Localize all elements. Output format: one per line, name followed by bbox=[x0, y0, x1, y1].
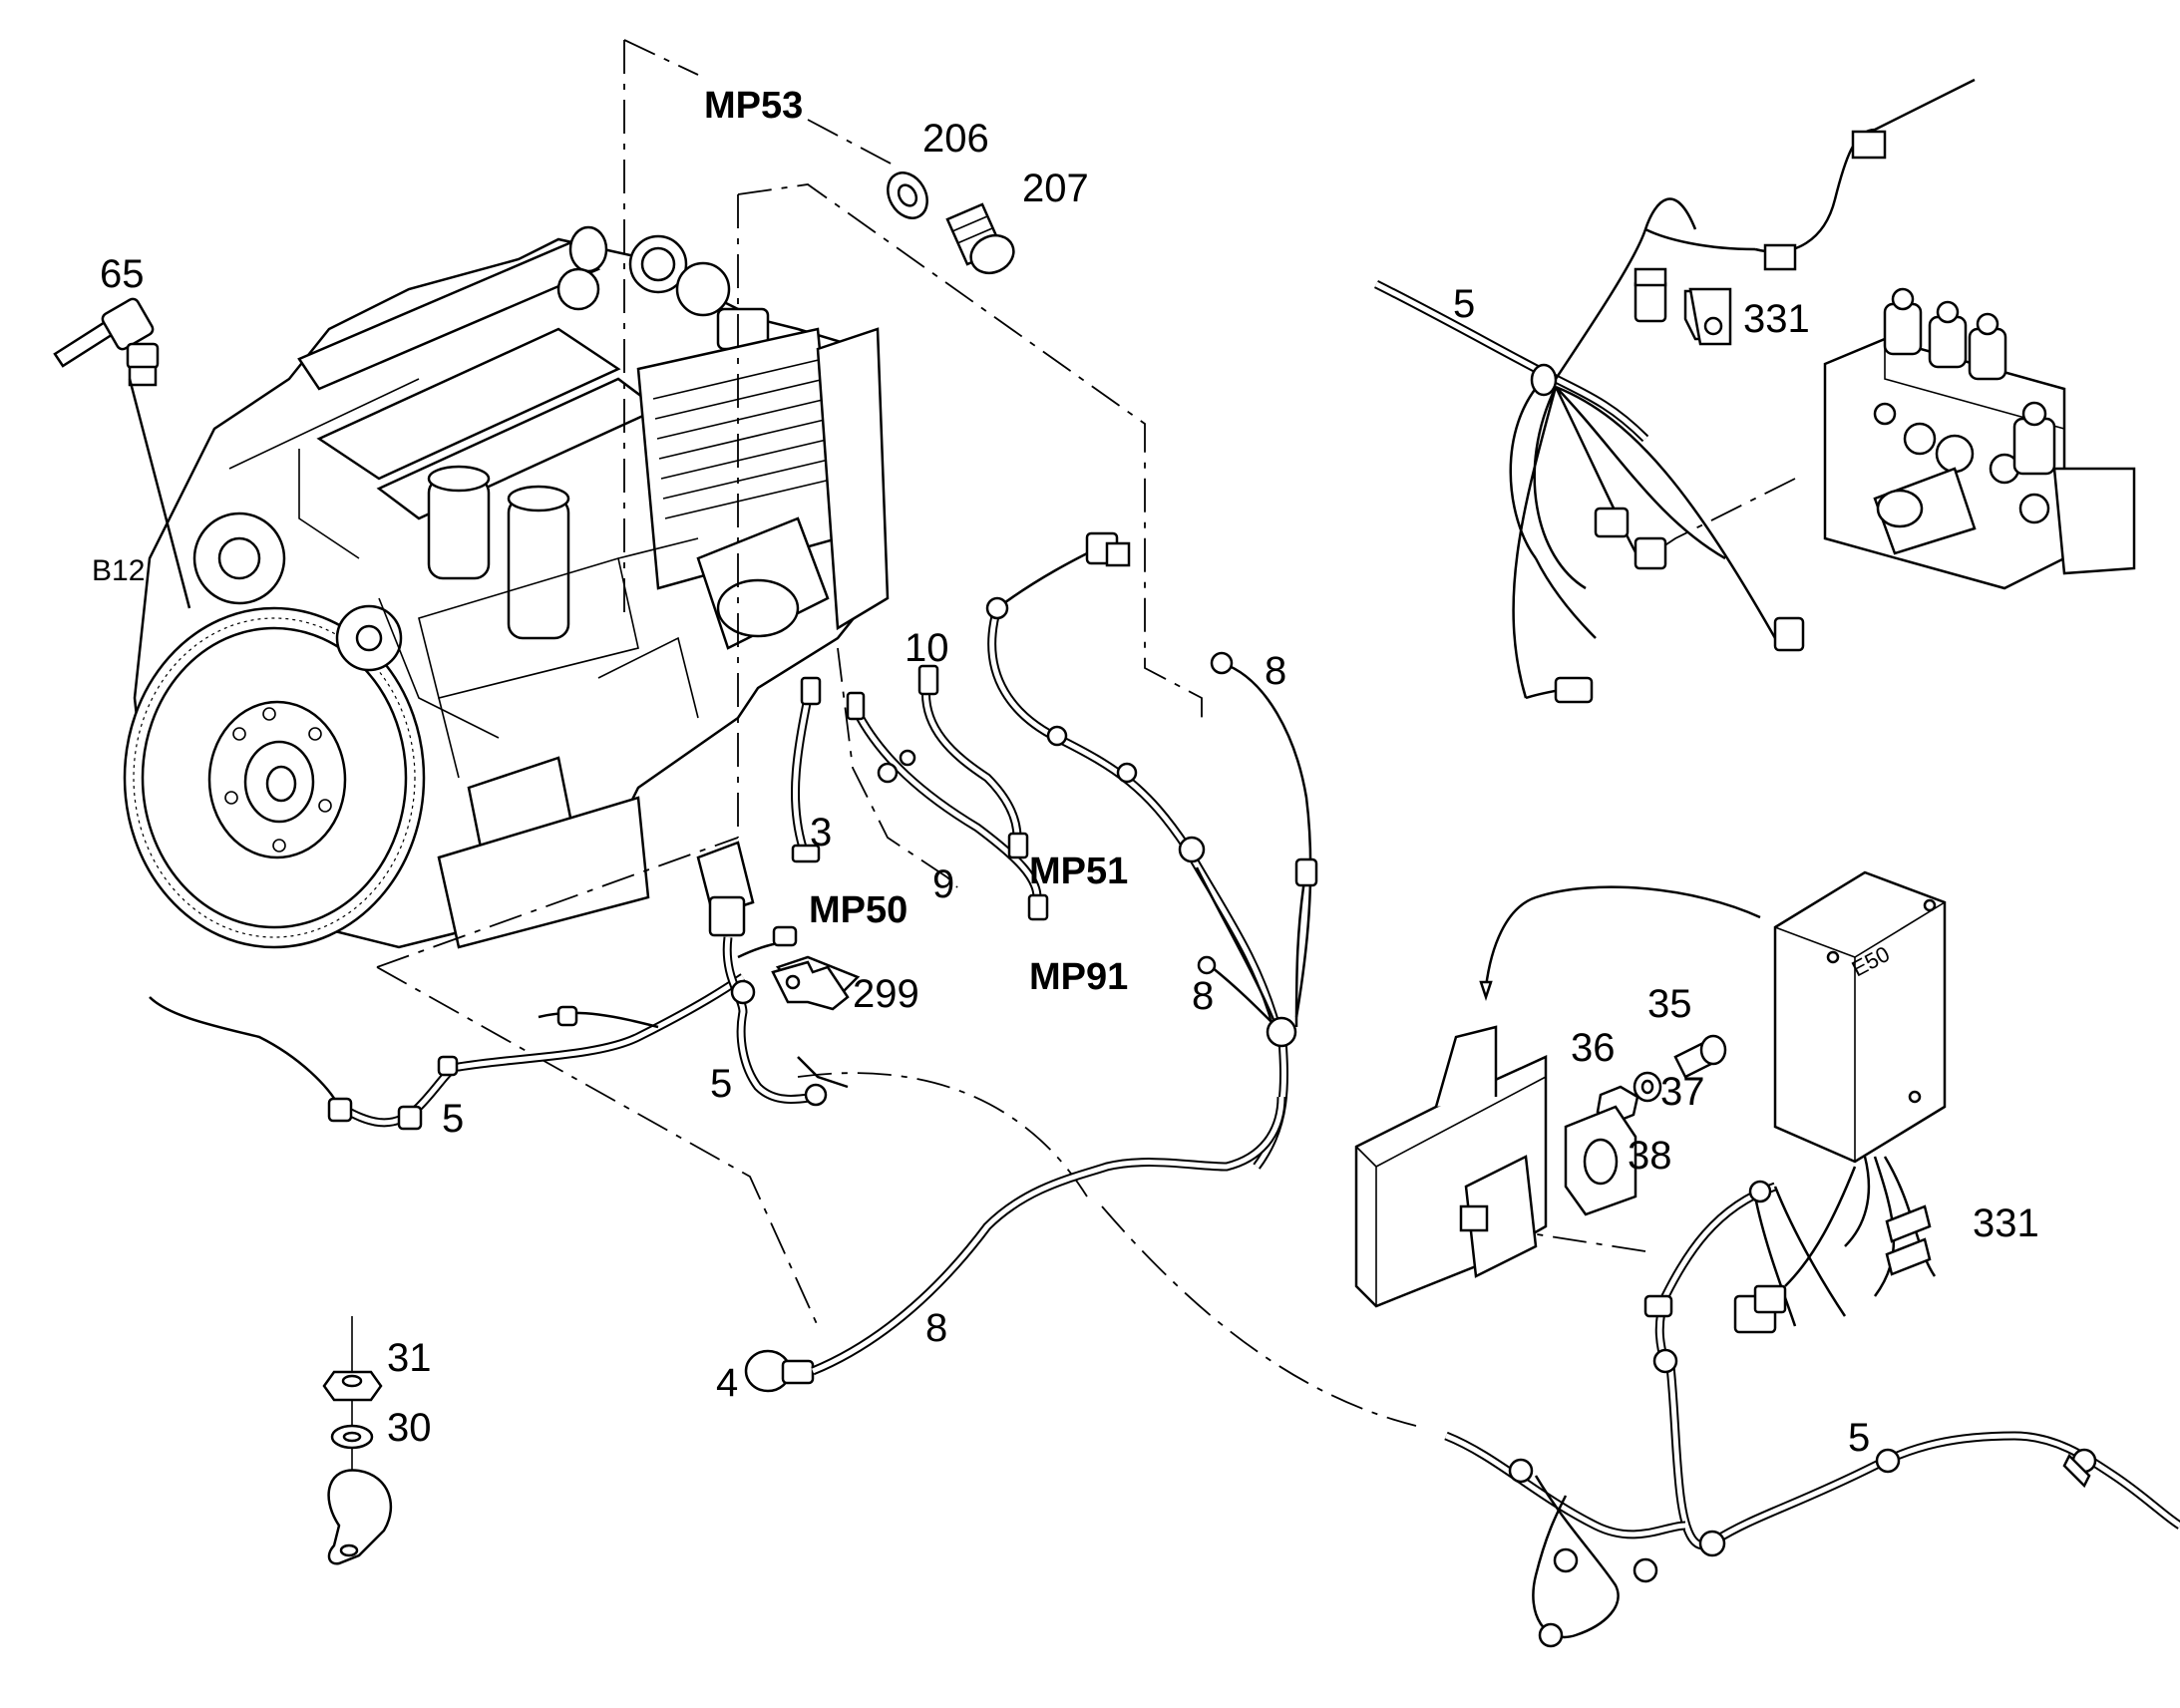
clip-331-top bbox=[1688, 287, 1732, 346]
callout-10: 10 bbox=[905, 626, 949, 670]
callout-30: 30 bbox=[387, 1406, 432, 1450]
callout-8-lower-connector: 8 bbox=[1192, 974, 1214, 1018]
callout-mp50: MP50 bbox=[809, 889, 908, 931]
callout-35: 35 bbox=[1647, 982, 1692, 1026]
callout-mp53: MP53 bbox=[704, 85, 803, 127]
washer-206 bbox=[887, 171, 928, 219]
lower-right-harness bbox=[1444, 1156, 2180, 1648]
callout-mp51: MP51 bbox=[1029, 851, 1128, 892]
callout-4: 4 bbox=[716, 1361, 738, 1405]
callout-65: 65 bbox=[100, 252, 145, 296]
callout-37: 37 bbox=[1660, 1070, 1705, 1114]
bracket-299 bbox=[771, 960, 850, 1011]
washer-30 bbox=[330, 1424, 374, 1450]
clamp bbox=[327, 1469, 393, 1565]
callout-206: 206 bbox=[922, 117, 989, 161]
callout-8-bottom: 8 bbox=[925, 1306, 947, 1350]
top-right-harness bbox=[1373, 78, 1976, 704]
sensor-65 bbox=[53, 297, 191, 609]
callout-38: 38 bbox=[1628, 1134, 1672, 1178]
nut-31 bbox=[322, 1316, 383, 1486]
callout-mp91: MP91 bbox=[1029, 956, 1128, 998]
callout-31: 31 bbox=[387, 1336, 432, 1380]
ground-cables bbox=[790, 664, 1049, 921]
callout-5-center: 5 bbox=[710, 1062, 732, 1106]
bolt-207 bbox=[945, 202, 1015, 275]
callout-36: 36 bbox=[1571, 1026, 1616, 1070]
callout-b12: B12 bbox=[92, 554, 145, 587]
callout-8-right-harness: 8 bbox=[1265, 649, 1286, 693]
bolt-35 bbox=[1673, 1034, 1727, 1079]
valve-block bbox=[1823, 287, 2136, 590]
harness-8 bbox=[985, 531, 1318, 1170]
sensor-4 bbox=[744, 1096, 1286, 1393]
callout-331-bottom: 331 bbox=[1973, 1201, 2039, 1245]
plate-38 bbox=[1564, 1105, 1637, 1216]
callout-3: 3 bbox=[810, 811, 832, 854]
clip-331-bottom bbox=[1885, 1204, 1932, 1276]
callout-5-left: 5 bbox=[442, 1097, 464, 1141]
mount-bracket bbox=[1354, 1025, 1548, 1308]
callout-5-bottom-right: 5 bbox=[1848, 1416, 1870, 1460]
harness-5-left bbox=[149, 973, 746, 1131]
callout-5-top-right: 5 bbox=[1453, 282, 1475, 326]
callout-9: 9 bbox=[932, 862, 954, 906]
callout-299: 299 bbox=[853, 972, 919, 1016]
leader-lines bbox=[376, 39, 1796, 1427]
control-box-e50 bbox=[1479, 870, 1947, 1164]
engine-assembly bbox=[123, 225, 890, 949]
callout-207: 207 bbox=[1022, 167, 1089, 210]
washer-37 bbox=[1633, 1071, 1662, 1103]
callout-labels: MP53 206 207 65 B12 5 331 10 8 3 MP51 MP… bbox=[92, 85, 2039, 1460]
callout-331-top: 331 bbox=[1743, 297, 1810, 341]
